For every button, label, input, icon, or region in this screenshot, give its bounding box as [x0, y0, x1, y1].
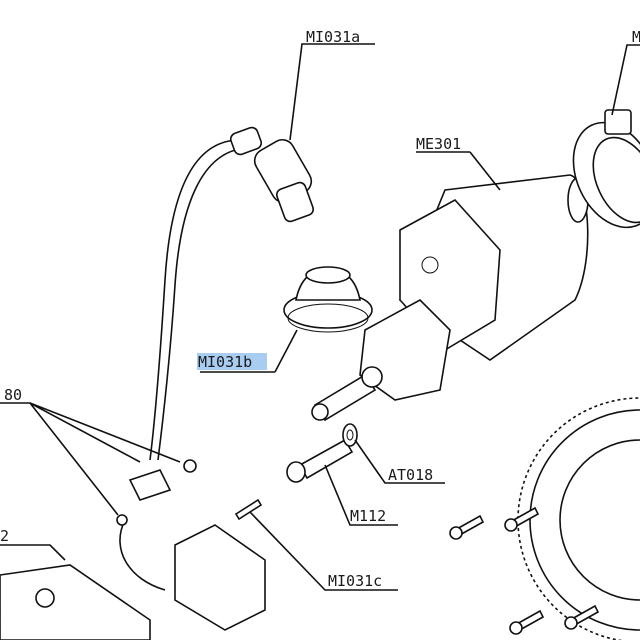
label-m112[interactable]: M112	[350, 507, 386, 525]
washer-at018-part[interactable]	[342, 423, 358, 447]
label-me301[interactable]: ME301	[416, 135, 461, 153]
label-80[interactable]: 80	[4, 386, 22, 404]
hose-clamp-part[interactable]	[557, 109, 640, 241]
rubber-boot-part[interactable]	[283, 266, 373, 333]
ring-gear-part[interactable]	[517, 397, 640, 640]
bolt-m112-part[interactable]	[286, 438, 354, 483]
label-highlight	[197, 353, 267, 370]
label-mi031a[interactable]: MI031a	[306, 28, 360, 46]
starter-motor-part[interactable]	[311, 174, 589, 422]
label-2[interactable]: 2	[0, 527, 9, 545]
label-at018[interactable]: AT018	[388, 466, 433, 484]
leader-lines	[0, 43, 640, 591]
spark-plug-cap-part[interactable]	[149, 126, 316, 461]
label-mi031b[interactable]: MI031b	[198, 353, 252, 371]
ignition-coil-part[interactable]	[116, 459, 266, 631]
label-m-partial[interactable]: M	[632, 28, 640, 46]
pin-mi031c-part[interactable]	[234, 498, 263, 521]
label-mi031c[interactable]: MI031c	[328, 572, 382, 590]
screws-part[interactable]	[449, 506, 600, 635]
bracket-part[interactable]	[0, 564, 151, 640]
